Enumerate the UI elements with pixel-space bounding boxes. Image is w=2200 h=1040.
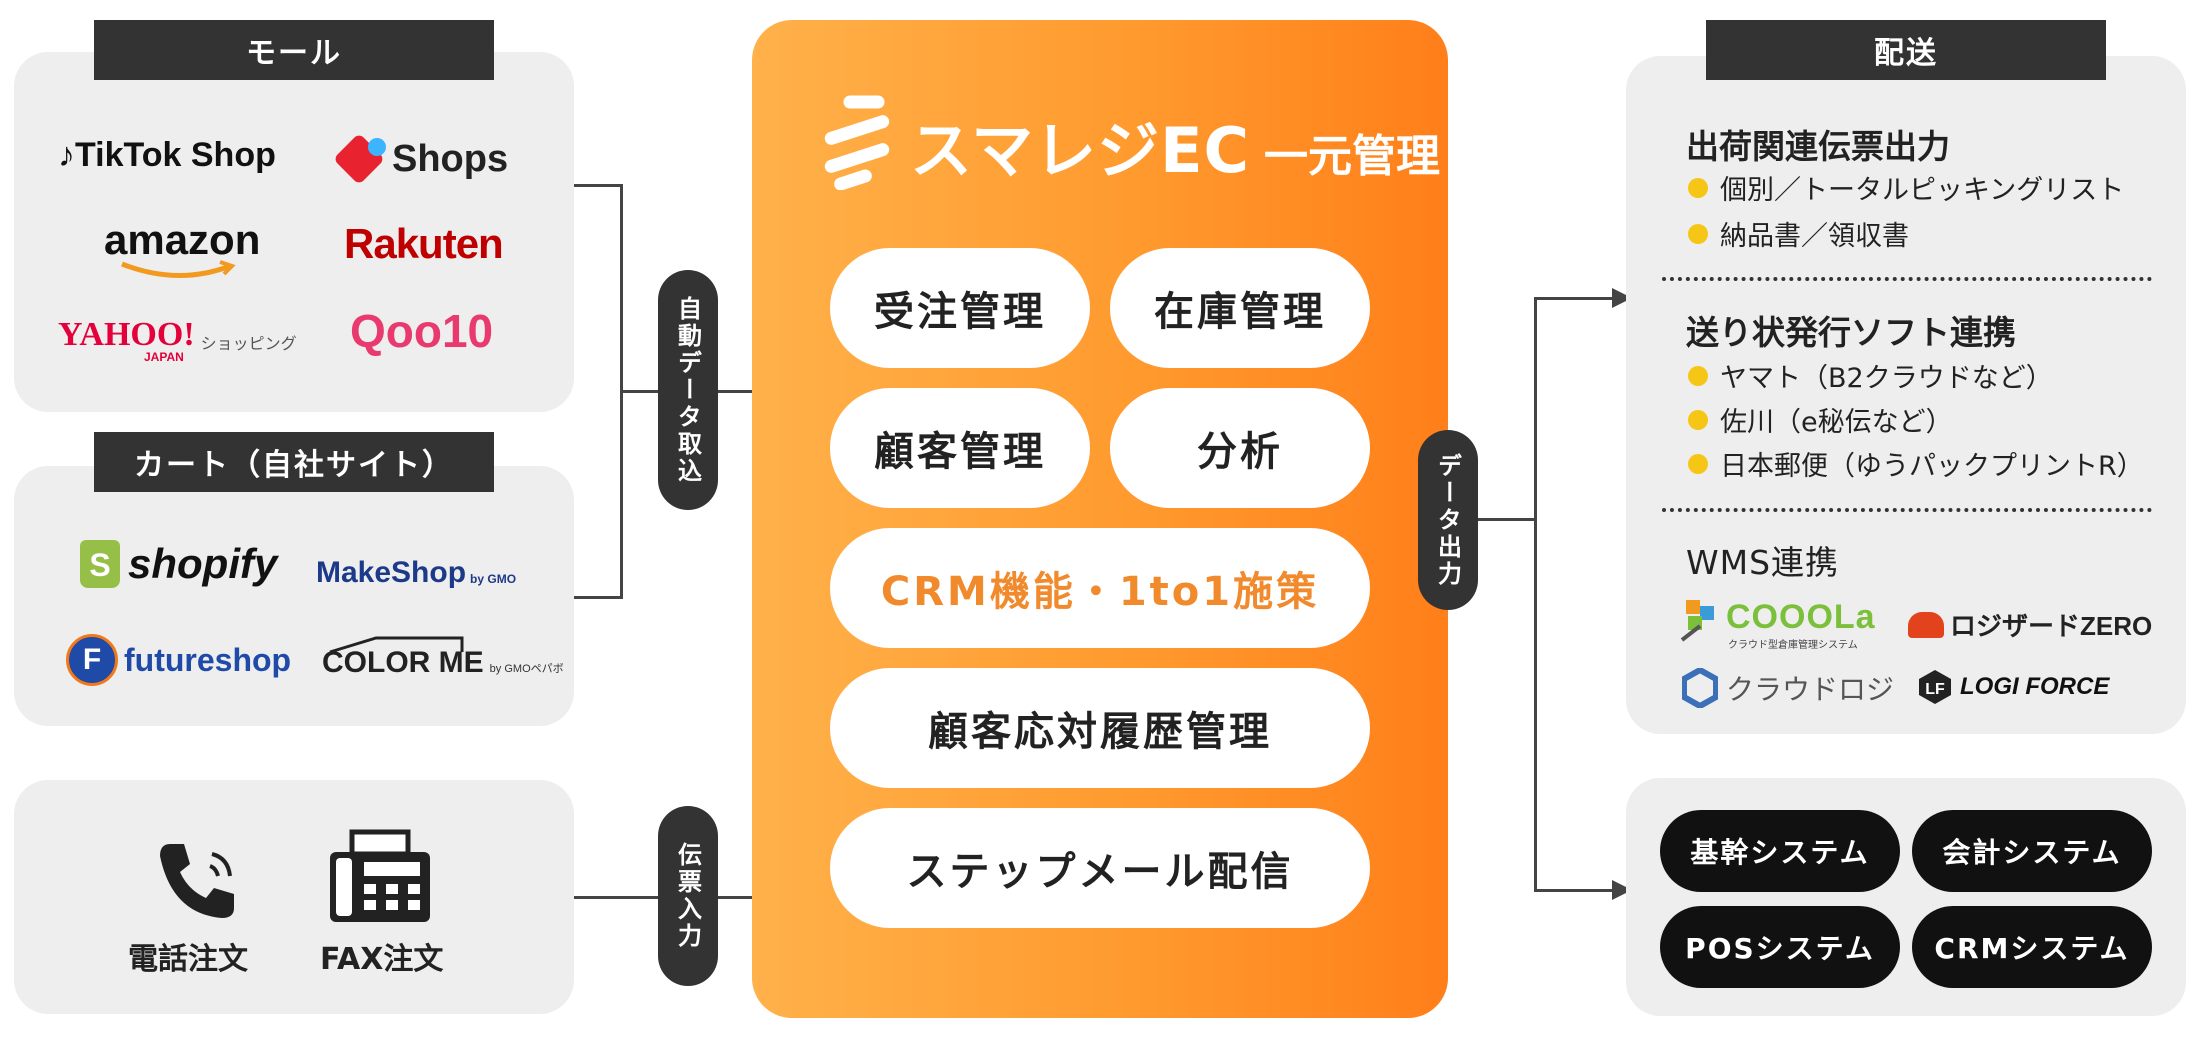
bullet-dot-icon [1688,453,1708,474]
cart-tag: カート（自社サイト） [94,432,494,492]
mall-panel [14,52,574,412]
logizard-icon [1908,611,1944,638]
output-vertical-line [1534,297,1537,892]
shops-logo: Shops [332,132,508,186]
mall-connector-line [574,184,622,187]
cloudlogi-hexagon-icon [1682,668,1718,708]
system-core-pill: 基幹システム [1660,810,1900,892]
mall-tag: モール [94,20,494,80]
shopify-bag-icon: S [80,540,120,588]
brand-suffix: 一元管理 [1264,131,1440,182]
bullet-dot-icon [1688,223,1708,244]
qoo10-logo: Qoo10 [350,305,494,357]
feature-analysis: 分析 [1110,388,1370,508]
feature-support-history: 顧客応対履歴管理 [830,668,1370,788]
mercari-dot-icon [368,138,386,156]
futureshop-logo: F futureshop [66,634,291,686]
fax-icon [330,829,430,922]
makeshop-logo: MakeShop by GMO [316,556,517,589]
cooola-boxes-icon [1680,600,1714,642]
amazon-smile-icon [121,260,236,279]
to-shipping-line [1534,297,1614,300]
phone-icon [160,844,234,918]
feature-order-management: 受注管理 [830,248,1090,368]
brand-title: スマレジEC 一元管理 [910,100,1440,190]
manual-order-panel [14,780,574,1014]
tiktok-shop-logo: ♪TikTok Shop [58,136,276,174]
fax-order-label: FAX注文 [320,942,444,977]
tiktok-icon: ♪ [58,136,75,174]
logiforce-emblem-icon: LF [1919,670,1951,704]
list-item: ヤマト（B2クラウドなど） [1688,356,2053,395]
feature-stock-management: 在庫管理 [1110,248,1370,368]
brand-name: スマレジEC [910,114,1250,187]
feature-crm: CRM機能・1to1施策 [830,528,1370,648]
shipping-tag: 配送 [1706,20,2106,80]
rakuten-logo: Rakuten [344,220,504,267]
cart-panel [14,466,574,726]
auto-import-label: 自動データ取込 [658,270,718,510]
system-accounting-pill: 会計システム [1912,810,2152,892]
section-divider [1662,508,2152,512]
colorme-logo: COLOR ME by GMOペパボ [322,634,564,680]
bullet-dot-icon [1688,409,1708,430]
list-item: 日本郵便（ゆうパックプリントR） [1688,444,2144,483]
bullet-dot-icon [1688,177,1708,198]
cloudlogi-logo: クラウドロジ [1682,668,1894,708]
cart-connector-line [574,596,622,599]
section-title-waybill: 送り状発行ソフト連携 [1686,313,2016,352]
to-systems-line [1534,889,1614,892]
svg-text:LF: LF [1925,681,1945,698]
logizard-zero-logo: ロジザードZERO [1908,606,2152,643]
feature-customer-management: 顧客管理 [830,388,1090,508]
system-pos-pill: POSシステム [1660,906,1900,988]
system-crm-pill: CRMシステム [1912,906,2152,988]
slip-input-label: 伝票入力 [658,806,718,986]
section-title-wms: WMS連携 [1686,543,1840,582]
amazon-logo: amazon [104,216,260,279]
bullet-dot-icon [1688,365,1708,386]
futureshop-icon: F [66,634,118,686]
colorme-roof-icon [329,636,464,654]
data-output-label: データ出力 [1418,430,1478,610]
shopify-logo: S shopify [80,540,277,588]
list-item: 納品書／領収書 [1688,214,1909,253]
phone-order-label: 電話注文 [128,942,248,977]
smaregi-logo-icon [824,95,890,190]
shipping-panel [1626,56,2186,734]
logiforce-logo: LF LOGI FORCE [1916,668,2109,706]
list-item: 佐川（e秘伝など） [1688,400,1953,439]
data-output-line [1448,518,1536,521]
section-title-slip-output: 出荷関連伝票出力 [1686,127,1950,166]
section-divider [1662,277,2152,281]
yahoo-shopping-logo: YAHOO! JAPAN ショッピング [58,316,297,364]
list-item: 個別／トータルピッキングリスト [1688,168,2124,207]
feature-step-mail: ステップメール配信 [830,808,1370,928]
